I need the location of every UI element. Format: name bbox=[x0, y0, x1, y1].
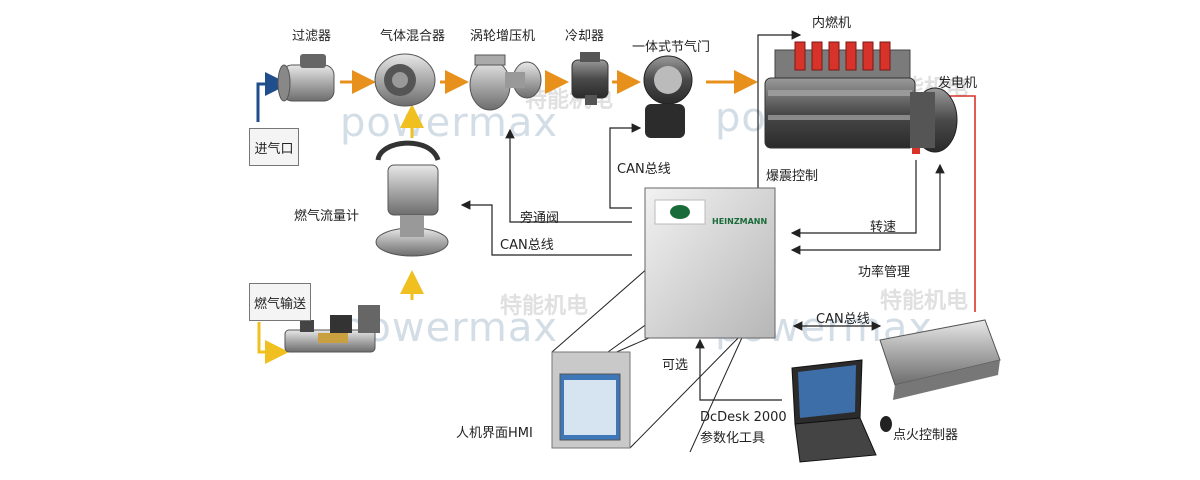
turbocharger-device bbox=[469, 54, 542, 111]
throttle-device bbox=[643, 55, 693, 138]
laptop-device bbox=[791, 359, 892, 463]
label-hmi: 人机界面HMI bbox=[456, 426, 533, 441]
gas-mixer-device bbox=[374, 53, 436, 107]
fuel-flow-arrows bbox=[257, 104, 424, 364]
label-ignition-controller: 点火控制器 bbox=[893, 428, 959, 443]
filter-device bbox=[277, 54, 335, 102]
label-throttle: 一体式节气门 bbox=[632, 40, 711, 55]
label-can-bus-throttle: CAN总线 bbox=[617, 162, 671, 177]
label-knock-control: 爆震控制 bbox=[766, 169, 819, 184]
label-can-bus-laptop: CAN总线 bbox=[816, 312, 870, 327]
label-dcdesk-2: 参数化工具 bbox=[700, 431, 766, 446]
controller-brand: HEINZMANN bbox=[712, 217, 767, 226]
air-inlet-arrow bbox=[256, 72, 289, 122]
signal-lines bbox=[460, 30, 945, 401]
label-turbocharger: 涡轮增压机 bbox=[470, 29, 536, 44]
gas-valve-train bbox=[284, 305, 380, 353]
label-filter: 过滤器 bbox=[292, 29, 332, 44]
label-engine: 内燃机 bbox=[812, 16, 852, 31]
label-gas-flow-meter: 燃气流量计 bbox=[294, 209, 360, 224]
controller-cabinet: HEINZMANN bbox=[644, 187, 776, 339]
label-cooler: 冷却器 bbox=[565, 29, 605, 44]
label-bypass-valve: 旁通阀 bbox=[520, 211, 560, 226]
air-inlet-box: 进气口 bbox=[249, 128, 299, 166]
label-gas-mixer: 气体混合器 bbox=[380, 29, 446, 44]
gas-supply-box: 燃气输送 bbox=[249, 283, 311, 321]
engine-device bbox=[764, 41, 958, 154]
label-dcdesk-1: DcDesk 2000 bbox=[700, 410, 787, 425]
label-optional: 可选 bbox=[662, 358, 689, 373]
cooler-device bbox=[571, 52, 609, 105]
label-can-bus-flowmeter: CAN总线 bbox=[500, 238, 554, 253]
hmi-panel bbox=[551, 351, 631, 449]
label-generator: 发电机 bbox=[938, 76, 978, 91]
ignition-controller-device bbox=[879, 319, 1001, 400]
gas-flow-meter-device bbox=[375, 140, 449, 257]
label-power-management: 功率管理 bbox=[858, 265, 911, 280]
label-speed: 转速 bbox=[870, 220, 897, 235]
